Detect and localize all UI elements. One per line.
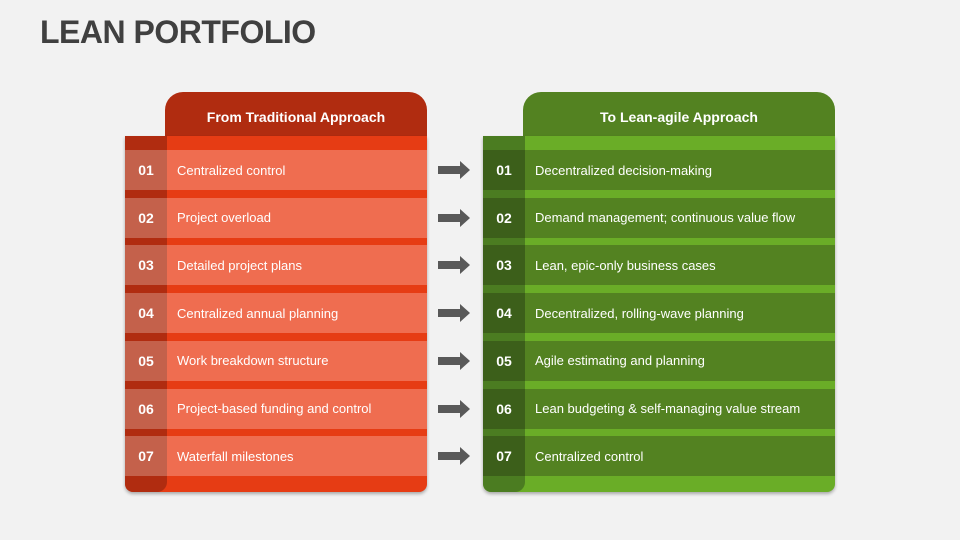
item-number: 05	[125, 340, 167, 381]
item-number: 06	[125, 388, 167, 429]
arrow-right-icon	[438, 351, 470, 370]
list-item: 06 Lean budgeting & self-managing value …	[483, 388, 835, 429]
item-number: 05	[483, 340, 525, 381]
item-number: 02	[125, 197, 167, 238]
item-text: Centralized annual planning	[167, 293, 427, 334]
item-text: Project-based funding and control	[167, 388, 427, 429]
item-number: 07	[483, 436, 525, 477]
list-item: 03 Detailed project plans	[125, 245, 427, 286]
lean-agile-approach-heading: To Lean-agile Approach	[523, 92, 835, 140]
item-number: 04	[483, 293, 525, 334]
list-item: 05 Agile estimating and planning	[483, 340, 835, 381]
item-text: Lean, epic-only business cases	[525, 245, 835, 286]
item-text: Work breakdown structure	[167, 340, 427, 381]
lean-agile-approach-list: 01 Decentralized decision-making 02 Dema…	[483, 136, 835, 492]
list-item: 01 Decentralized decision-making	[483, 150, 835, 190]
item-text: Centralized control	[525, 436, 835, 477]
slide-title: LEAN PORTFOLIO	[40, 14, 316, 50]
item-number: 04	[125, 293, 167, 334]
list-item: 04 Centralized annual planning	[125, 293, 427, 334]
traditional-approach-list: 01 Centralized control 02 Project overlo…	[125, 136, 427, 492]
item-text: Detailed project plans	[167, 245, 427, 286]
list-item: 07 Waterfall milestones	[125, 436, 427, 477]
item-number: 03	[125, 245, 167, 286]
traditional-approach-heading: From Traditional Approach	[165, 92, 427, 140]
list-item: 01 Centralized control	[125, 150, 427, 190]
item-text: Decentralized decision-making	[525, 150, 835, 190]
list-item: 07 Centralized control	[483, 436, 835, 477]
item-text: Lean budgeting & self-managing value str…	[525, 388, 835, 429]
item-text: Demand management; continuous value flow	[525, 197, 835, 238]
item-number: 06	[483, 388, 525, 429]
item-number: 01	[125, 150, 167, 190]
item-text: Project overload	[167, 197, 427, 238]
list-item: 05 Work breakdown structure	[125, 340, 427, 381]
list-item: 03 Lean, epic-only business cases	[483, 245, 835, 286]
item-number: 01	[483, 150, 525, 190]
item-text: Decentralized, rolling-wave planning	[525, 293, 835, 334]
item-number: 07	[125, 436, 167, 477]
arrow-right-icon	[438, 399, 470, 418]
arrow-right-icon	[438, 161, 470, 179]
item-text: Centralized control	[167, 150, 427, 190]
arrow-right-icon	[438, 447, 470, 466]
item-number: 03	[483, 245, 525, 286]
item-number: 02	[483, 197, 525, 238]
arrow-right-icon	[438, 208, 470, 227]
list-item: 06 Project-based funding and control	[125, 388, 427, 429]
list-item: 02 Project overload	[125, 197, 427, 238]
arrow-right-icon	[438, 256, 470, 275]
arrow-right-icon	[438, 304, 470, 323]
list-item: 04 Decentralized, rolling-wave planning	[483, 293, 835, 334]
item-text: Waterfall milestones	[167, 436, 427, 477]
item-text: Agile estimating and planning	[525, 340, 835, 381]
list-item: 02 Demand management; continuous value f…	[483, 197, 835, 238]
